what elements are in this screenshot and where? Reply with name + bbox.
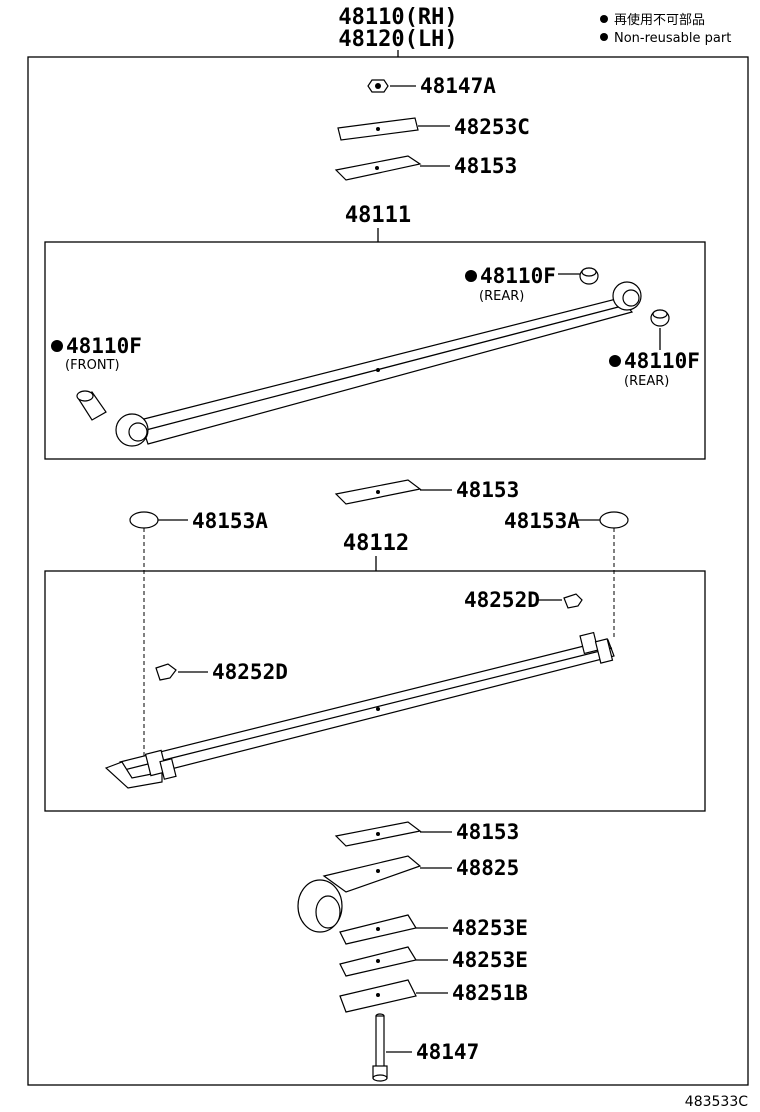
nonreusable-bullet-front: [51, 340, 63, 352]
plate-48153-mid: [334, 479, 422, 505]
plate-48253c: [337, 117, 419, 141]
label-48825: 48825: [456, 856, 519, 880]
plate-48153-low: [334, 821, 422, 847]
bolt-48147: [372, 1013, 388, 1082]
label-48147: 48147: [416, 1040, 479, 1064]
label-48110f-rear2: 48110F: [624, 349, 700, 373]
legend-bullet-jp: [600, 15, 608, 23]
label-48153-top: 48153: [454, 154, 517, 178]
bushing-rear-2: [650, 309, 670, 327]
pad-48153a-right: [599, 511, 629, 529]
nonreusable-bullet-rear2: [609, 355, 621, 367]
label-48153a-right: 48153A: [504, 509, 580, 533]
clip-48252d-right: [563, 593, 583, 609]
bushing-rear-1: [579, 267, 599, 285]
label-48252d-left: 48252D: [212, 660, 288, 684]
label-48251b: 48251B: [452, 981, 528, 1005]
plate-48253e-2: [339, 946, 417, 977]
plate-48251b: [339, 979, 417, 1013]
title-rh: 48110(RH): [338, 5, 457, 30]
label-48153a-left: 48153A: [192, 509, 268, 533]
leaf-spring-48111: [115, 281, 642, 447]
label-48110f-front-sub: (FRONT): [65, 358, 120, 373]
outer-frame: [27, 56, 749, 1086]
plate-48253e-1: [339, 914, 417, 945]
legend-en: Non-reusable part: [614, 31, 731, 46]
label-48252d-right: 48252D: [464, 588, 540, 612]
legend-jp: 再使用不可部品: [614, 12, 705, 28]
label-48253e-2: 48253E: [452, 948, 528, 972]
label-48253e-1: 48253E: [452, 916, 528, 940]
label-48147a: 48147A: [420, 74, 496, 98]
title-lh: 48120(LH): [338, 27, 457, 52]
legend-bullet-en: [600, 33, 608, 41]
leaf-spring-48112: [104, 631, 615, 789]
plate-48153-top: [334, 155, 422, 181]
label-48110f-rear1-sub: (REAR): [479, 289, 524, 304]
frame-48111: [44, 241, 706, 460]
label-48153-mid: 48153: [456, 478, 519, 502]
nut-48147a: [367, 79, 389, 93]
bushing-front: [76, 390, 107, 421]
frame-48112: [44, 570, 706, 812]
nonreusable-bullet-rear1: [465, 270, 477, 282]
label-48110f-rear2-sub: (REAR): [624, 374, 669, 389]
pad-48153a-left: [129, 511, 159, 529]
label-48112: 48112: [343, 531, 409, 556]
label-48153-low: 48153: [456, 820, 519, 844]
diagram-code: 483533C: [685, 1094, 748, 1110]
clip-48252d-left: [155, 663, 177, 681]
label-48110f-rear1: 48110F: [480, 264, 556, 288]
label-48253c: 48253C: [454, 115, 530, 139]
label-48110f-front: 48110F: [66, 334, 142, 358]
label-48111: 48111: [345, 203, 411, 228]
helper-leaf-48825: [297, 855, 422, 933]
